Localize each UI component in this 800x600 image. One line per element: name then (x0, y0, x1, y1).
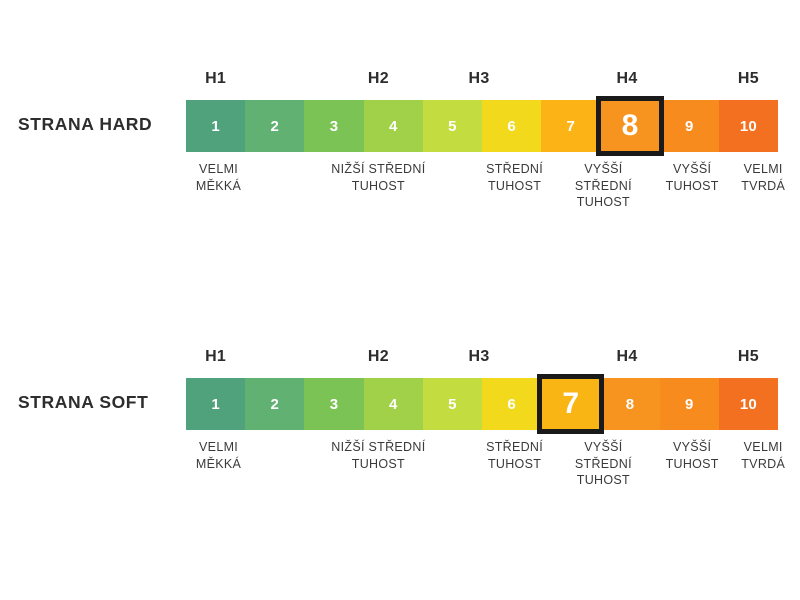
group-header-row-hard: H1 H2 H3 H4 H5 (186, 70, 778, 100)
scale-cell-5-hard[interactable]: 5 (422, 100, 483, 152)
description-1-hard: VELMI MĚKKÁ (195, 162, 242, 193)
scale-cell-10-hard[interactable]: 10 (718, 100, 779, 152)
group-label-h4-soft: H4 (616, 348, 638, 365)
group-label-h1-soft: H1 (205, 348, 227, 365)
cell-number: 6 (507, 395, 516, 413)
group-label-h2-hard: H2 (367, 70, 389, 87)
group-label-h5-hard: H5 (737, 70, 759, 87)
scale-cell-1-soft[interactable]: 1 (186, 378, 246, 430)
scale-cell-9-hard[interactable]: 9 (659, 100, 719, 152)
cell-number: 5 (448, 117, 457, 135)
cell-number: 9 (684, 395, 694, 413)
description-3-soft: STŘEDNÍ TUHOST (486, 440, 544, 471)
cell-number: 6 (507, 117, 516, 135)
scale-cell-7-hard[interactable]: 7 (541, 100, 601, 152)
cell-number: 4 (388, 395, 398, 413)
cell-number: 1 (211, 117, 220, 135)
description-1-soft: VELMI MĚKKÁ (195, 440, 242, 471)
scale-cell-2-hard[interactable]: 2 (245, 100, 305, 152)
cell-number: 7 (566, 117, 576, 135)
description-2-hard: NIŽŠÍ STŘEDNÍ TUHOST (331, 162, 426, 193)
cell-number: 1 (211, 395, 220, 413)
description-6-soft: VELMI TVRDÁ (741, 440, 786, 471)
description-6-hard: VELMI TVRDÁ (741, 162, 786, 193)
cell-number: 2 (270, 117, 280, 135)
cell-number: 4 (388, 117, 398, 135)
group-label-h4-hard: H4 (616, 70, 638, 87)
scale-cell-6-hard[interactable]: 6 (482, 100, 542, 152)
scale-cell-3-soft[interactable]: 3 (304, 378, 364, 430)
scale-cell-2-soft[interactable]: 2 (245, 378, 305, 430)
description-row-soft: VELMI MĚKKÁ NIŽŠÍ STŘEDNÍ TUHOST STŘEDNÍ T… (186, 439, 785, 509)
description-5-hard: VYŠŠÍ TUHOST (665, 162, 719, 193)
hardness-bar-soft: 1 2 3 4 5 6 7 8 9 10 (186, 374, 779, 434)
description-4-hard: VYŠŠÍ STŘEDNÍ TUHOST (574, 162, 632, 209)
description-4-soft: VYŠŠÍ STŘEDNÍ TUHOST (574, 440, 632, 487)
scale-cell-5-soft[interactable]: 5 (422, 378, 483, 430)
cell-number: 7 (562, 387, 580, 420)
row-label-soft: STRANA SOFT (18, 392, 149, 412)
cell-number: 2 (270, 395, 280, 413)
scale-cell-9-soft[interactable]: 9 (659, 378, 719, 430)
selected-scale-cell-7-soft[interactable]: 7 (537, 374, 605, 434)
description-2-soft: NIŽŠÍ STŘEDNÍ TUHOST (331, 440, 426, 471)
cell-number: 3 (329, 395, 339, 413)
description-row-hard: VELMI MĚKKÁ NIŽŠÍ STŘEDNÍ TUHOST STŘEDNÍ T… (186, 161, 785, 231)
scale-cell-8-soft[interactable]: 8 (600, 378, 660, 430)
group-label-h5-soft: H5 (737, 348, 759, 365)
group-label-h3-hard: H3 (468, 70, 490, 87)
description-3-hard: STŘEDNÍ TUHOST (486, 162, 544, 193)
scale-cell-3-hard[interactable]: 3 (304, 100, 364, 152)
group-label-h2-soft: H2 (367, 348, 389, 365)
hardness-bar-hard: 1 2 3 4 5 6 7 8 9 10 (186, 96, 779, 156)
selected-scale-cell-8-hard[interactable]: 8 (596, 96, 664, 156)
cell-number: 10 (739, 117, 757, 135)
cell-number: 8 (621, 109, 639, 142)
group-label-h1-hard: H1 (205, 70, 227, 87)
scale-cell-10-soft[interactable]: 10 (718, 378, 779, 430)
group-header-row-soft: H1 H2 H3 H4 H5 (186, 348, 778, 378)
group-label-h3-soft: H3 (468, 348, 490, 365)
description-5-soft: VYŠŠÍ TUHOST (665, 440, 719, 471)
scale-cell-4-hard[interactable]: 4 (363, 100, 423, 152)
scale-cell-4-soft[interactable]: 4 (363, 378, 423, 430)
cell-number: 8 (625, 395, 635, 413)
cell-number: 9 (684, 117, 694, 135)
cell-number: 5 (448, 395, 457, 413)
scale-cell-1-hard[interactable]: 1 (186, 100, 246, 152)
scale-cell-6-soft[interactable]: 6 (482, 378, 542, 430)
cell-number: 3 (329, 117, 339, 135)
cell-number: 10 (739, 395, 757, 413)
row-label-hard: STRANA HARD (18, 114, 153, 134)
